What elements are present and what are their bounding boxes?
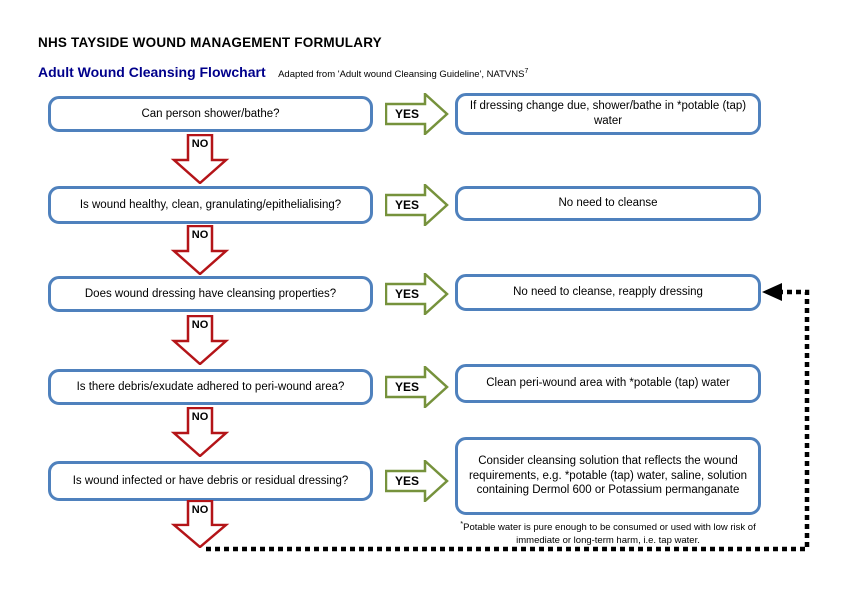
question-text: Is wound healthy, clean, granulating/epi… <box>79 198 342 211</box>
answer-box-shower: If dressing change due, shower/bathe in … <box>455 93 761 135</box>
no-label: NO <box>191 319 209 331</box>
no-arrow-icon <box>170 225 230 275</box>
yes-label: YES <box>394 474 419 488</box>
no-arrow-1: NO <box>170 134 230 184</box>
yes-arrow-5: YES <box>385 460 449 502</box>
yes-arrow-3: YES <box>385 273 449 315</box>
no-label: NO <box>191 504 209 516</box>
yes-label: YES <box>394 380 419 394</box>
answer-text: If dressing change due, shower/bathe in … <box>469 100 747 127</box>
no-arrow-2: NO <box>170 225 230 275</box>
question-box-dressing-cleansing: Does wound dressing have cleansing prope… <box>48 276 373 312</box>
no-arrow-4: NO <box>170 407 230 457</box>
answer-text: Clean peri-wound area with *potable (tap… <box>486 377 730 390</box>
no-arrow-3: NO <box>170 315 230 365</box>
no-label: NO <box>191 411 209 423</box>
flowchart-title: Adult Wound Cleansing Flowchart <box>38 64 266 80</box>
no-label: NO <box>191 138 209 150</box>
no-arrow-icon <box>170 134 230 184</box>
question-text: Can person shower/bathe? <box>141 107 280 120</box>
question-box-shower: Can person shower/bathe? <box>48 96 373 132</box>
subtitle-row: Adult Wound Cleansing Flowchart Adapted … <box>38 64 528 82</box>
question-box-infected: Is wound infected or have debris or resi… <box>48 461 373 501</box>
question-box-healthy: Is wound healthy, clean, granulating/epi… <box>48 186 373 224</box>
answer-text: No need to cleanse, reapply dressing <box>513 286 703 299</box>
question-text: Does wound dressing have cleansing prope… <box>84 287 337 300</box>
yes-arrow-1: YES <box>385 93 449 135</box>
no-arrow-final: NO <box>170 500 230 548</box>
yes-arrow-icon <box>385 184 449 226</box>
question-box-debris-periwound: Is there debris/exudate adhered to peri-… <box>48 369 373 405</box>
feedback-arrowhead-icon <box>762 283 782 301</box>
footnote-text: Potable water is pure enough to be consu… <box>463 522 756 546</box>
no-label: NO <box>191 229 209 241</box>
yes-label: YES <box>394 107 419 121</box>
answer-box-reapply-dressing: No need to cleanse, reapply dressing <box>455 274 761 311</box>
page-title: NHS TAYSIDE WOUND MANAGEMENT FORMULARY <box>38 35 382 50</box>
subtitle-note-text: Adapted from 'Adult wound Cleansing Guid… <box>278 69 525 80</box>
subtitle-note-superscript: 7 <box>524 67 529 75</box>
question-text: Is there debris/exudate adhered to peri-… <box>76 380 345 393</box>
yes-arrow-2: YES <box>385 184 449 226</box>
answer-box-clean-periwound: Clean peri-wound area with *potable (tap… <box>455 364 761 403</box>
question-text: Is wound infected or have debris or resi… <box>72 474 349 487</box>
answer-text: Consider cleansing solution that reflect… <box>468 454 748 497</box>
yes-arrow-4: YES <box>385 366 449 408</box>
answer-text: No need to cleanse <box>558 197 658 210</box>
yes-label: YES <box>394 198 419 212</box>
answer-box-cleansing-solution: Consider cleansing solution that reflect… <box>455 437 761 515</box>
answer-box-no-cleanse: No need to cleanse <box>455 186 761 221</box>
subtitle-note: Adapted from 'Adult wound Cleansing Guid… <box>278 67 529 80</box>
potable-water-footnote: *Potable water is pure enough to be cons… <box>448 519 768 548</box>
yes-label: YES <box>394 287 419 301</box>
yes-arrow-icon <box>385 93 449 135</box>
